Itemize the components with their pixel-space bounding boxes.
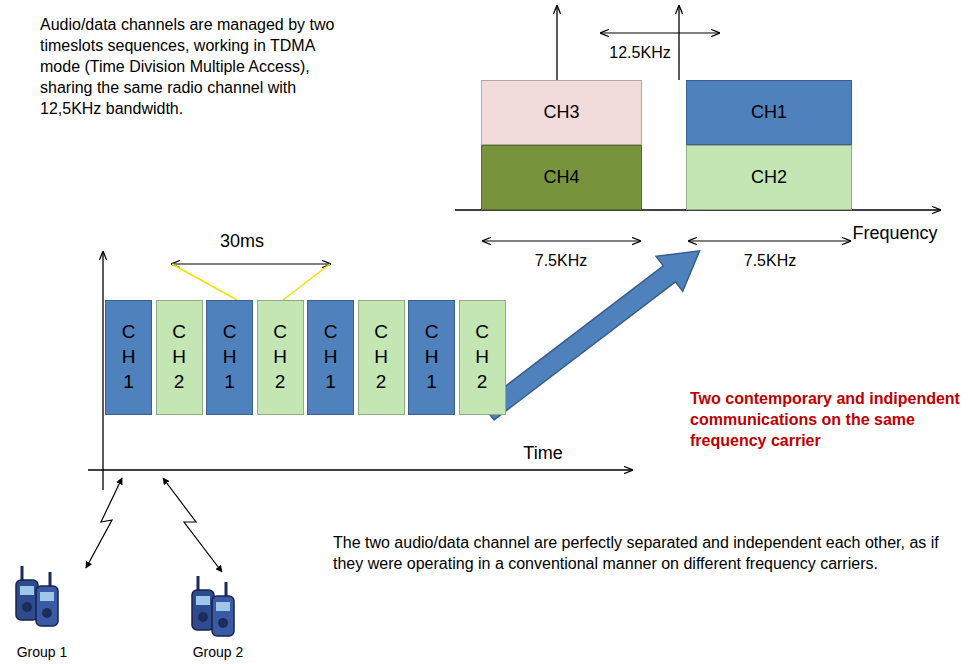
highlight-note: Two contemporary and indipendent communi… bbox=[690, 388, 964, 451]
channel-band: CH3 bbox=[481, 80, 642, 145]
bandwidth-arrow bbox=[483, 240, 640, 241]
period-leader bbox=[283, 264, 330, 300]
dimension-label: 7.5KHz bbox=[725, 250, 815, 271]
radio-link bbox=[86, 478, 122, 568]
channel-band: CH2 bbox=[686, 145, 852, 210]
group-label: Group 2 bbox=[178, 643, 258, 661]
period-leader bbox=[172, 264, 237, 300]
dimension-label: 30ms bbox=[202, 230, 282, 254]
time-vertical-axis bbox=[102, 252, 103, 490]
radio-icon bbox=[16, 566, 58, 626]
timeslot-box: CH2 bbox=[459, 300, 506, 415]
channel-label: CH1 bbox=[751, 102, 787, 123]
carrier-arrow bbox=[678, 6, 679, 80]
dimension-label: 12.5KHz bbox=[595, 42, 685, 63]
spacing-arrow bbox=[601, 32, 719, 33]
channel-label: CH2 bbox=[372, 320, 391, 394]
dimension-label: 7.5KHz bbox=[516, 250, 606, 271]
channel-label: CH2 bbox=[751, 167, 787, 188]
radio-icon bbox=[192, 576, 234, 636]
channel-label: CH1 bbox=[422, 320, 441, 394]
channel-label: CH4 bbox=[543, 167, 579, 188]
bandwidth-arrow bbox=[689, 240, 850, 241]
mapping-arrow bbox=[475, 233, 713, 429]
description-text: The two audio/data channel are perfectly… bbox=[333, 532, 953, 574]
timeslot-box: CH2 bbox=[257, 300, 304, 415]
time-axis bbox=[88, 469, 632, 470]
channel-label: CH1 bbox=[119, 320, 138, 394]
axis-label: Time bbox=[503, 442, 583, 466]
channel-label: CH3 bbox=[543, 102, 579, 123]
timeslot-box: CH1 bbox=[206, 300, 253, 415]
period-arrow bbox=[172, 263, 330, 264]
radio-link bbox=[163, 478, 222, 572]
timeslot-box: CH1 bbox=[408, 300, 455, 415]
timeslot-box: CH2 bbox=[156, 300, 203, 415]
channel-label: CH1 bbox=[321, 320, 340, 394]
description-text: Audio/data channels are managed by two t… bbox=[40, 14, 340, 120]
channel-label: CH2 bbox=[473, 320, 492, 394]
channel-label: CH1 bbox=[220, 320, 239, 394]
channel-label: CH2 bbox=[271, 320, 290, 394]
timeslot-box: CH1 bbox=[105, 300, 152, 415]
group-label: Group 1 bbox=[2, 643, 82, 661]
axis-label: Frequency bbox=[840, 222, 950, 246]
channel-band: CH1 bbox=[686, 80, 852, 145]
carrier-arrow bbox=[556, 6, 557, 80]
timeslot-box: CH1 bbox=[307, 300, 354, 415]
timeslot-box: CH2 bbox=[358, 300, 405, 415]
channel-band: CH4 bbox=[481, 145, 642, 210]
channel-label: CH2 bbox=[170, 320, 189, 394]
